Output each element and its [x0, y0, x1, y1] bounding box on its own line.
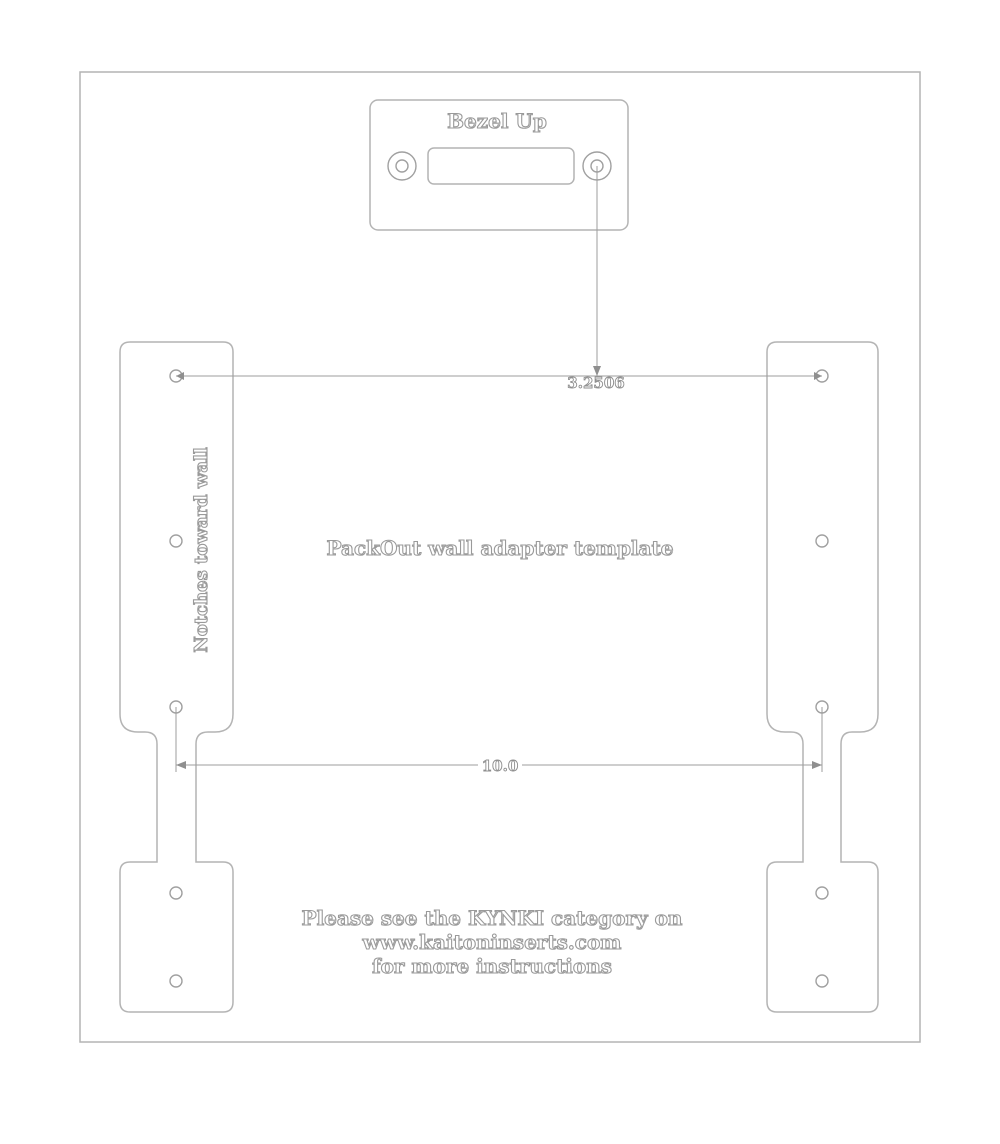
top-hole-dimension-line [176, 372, 822, 380]
horizontal-dimension [175, 707, 823, 772]
left-rail-hole [169, 886, 183, 900]
right-rail-hole [815, 974, 829, 988]
bezel-plate [369, 99, 629, 231]
bezel-screw-hole-left [387, 151, 417, 181]
instructions-line-2: www.kaitoninserts.com [362, 930, 622, 954]
instructions-line-1: Please see the KYNKI category on [302, 906, 683, 930]
instructions-line-3: for more instructions [372, 954, 612, 978]
left-rail-outline [119, 341, 234, 1013]
bezel-label: Bezel Up [447, 109, 547, 133]
right-rail-hole [815, 534, 829, 548]
center-label: PackOut wall adapter template [327, 536, 674, 560]
vertical-dimension-label: 3.2506 [567, 374, 624, 392]
left-rail-hole [169, 534, 183, 548]
vertical-dimension [593, 166, 601, 376]
template-border [79, 71, 921, 1043]
side-label: Notches toward wall [191, 447, 212, 652]
horizontal-dimension-label: 10.0 [482, 757, 519, 775]
bezel-connector-slot [427, 147, 575, 185]
right-rail-outline [766, 341, 879, 1013]
right-rail-hole [815, 886, 829, 900]
left-rail-hole [169, 974, 183, 988]
